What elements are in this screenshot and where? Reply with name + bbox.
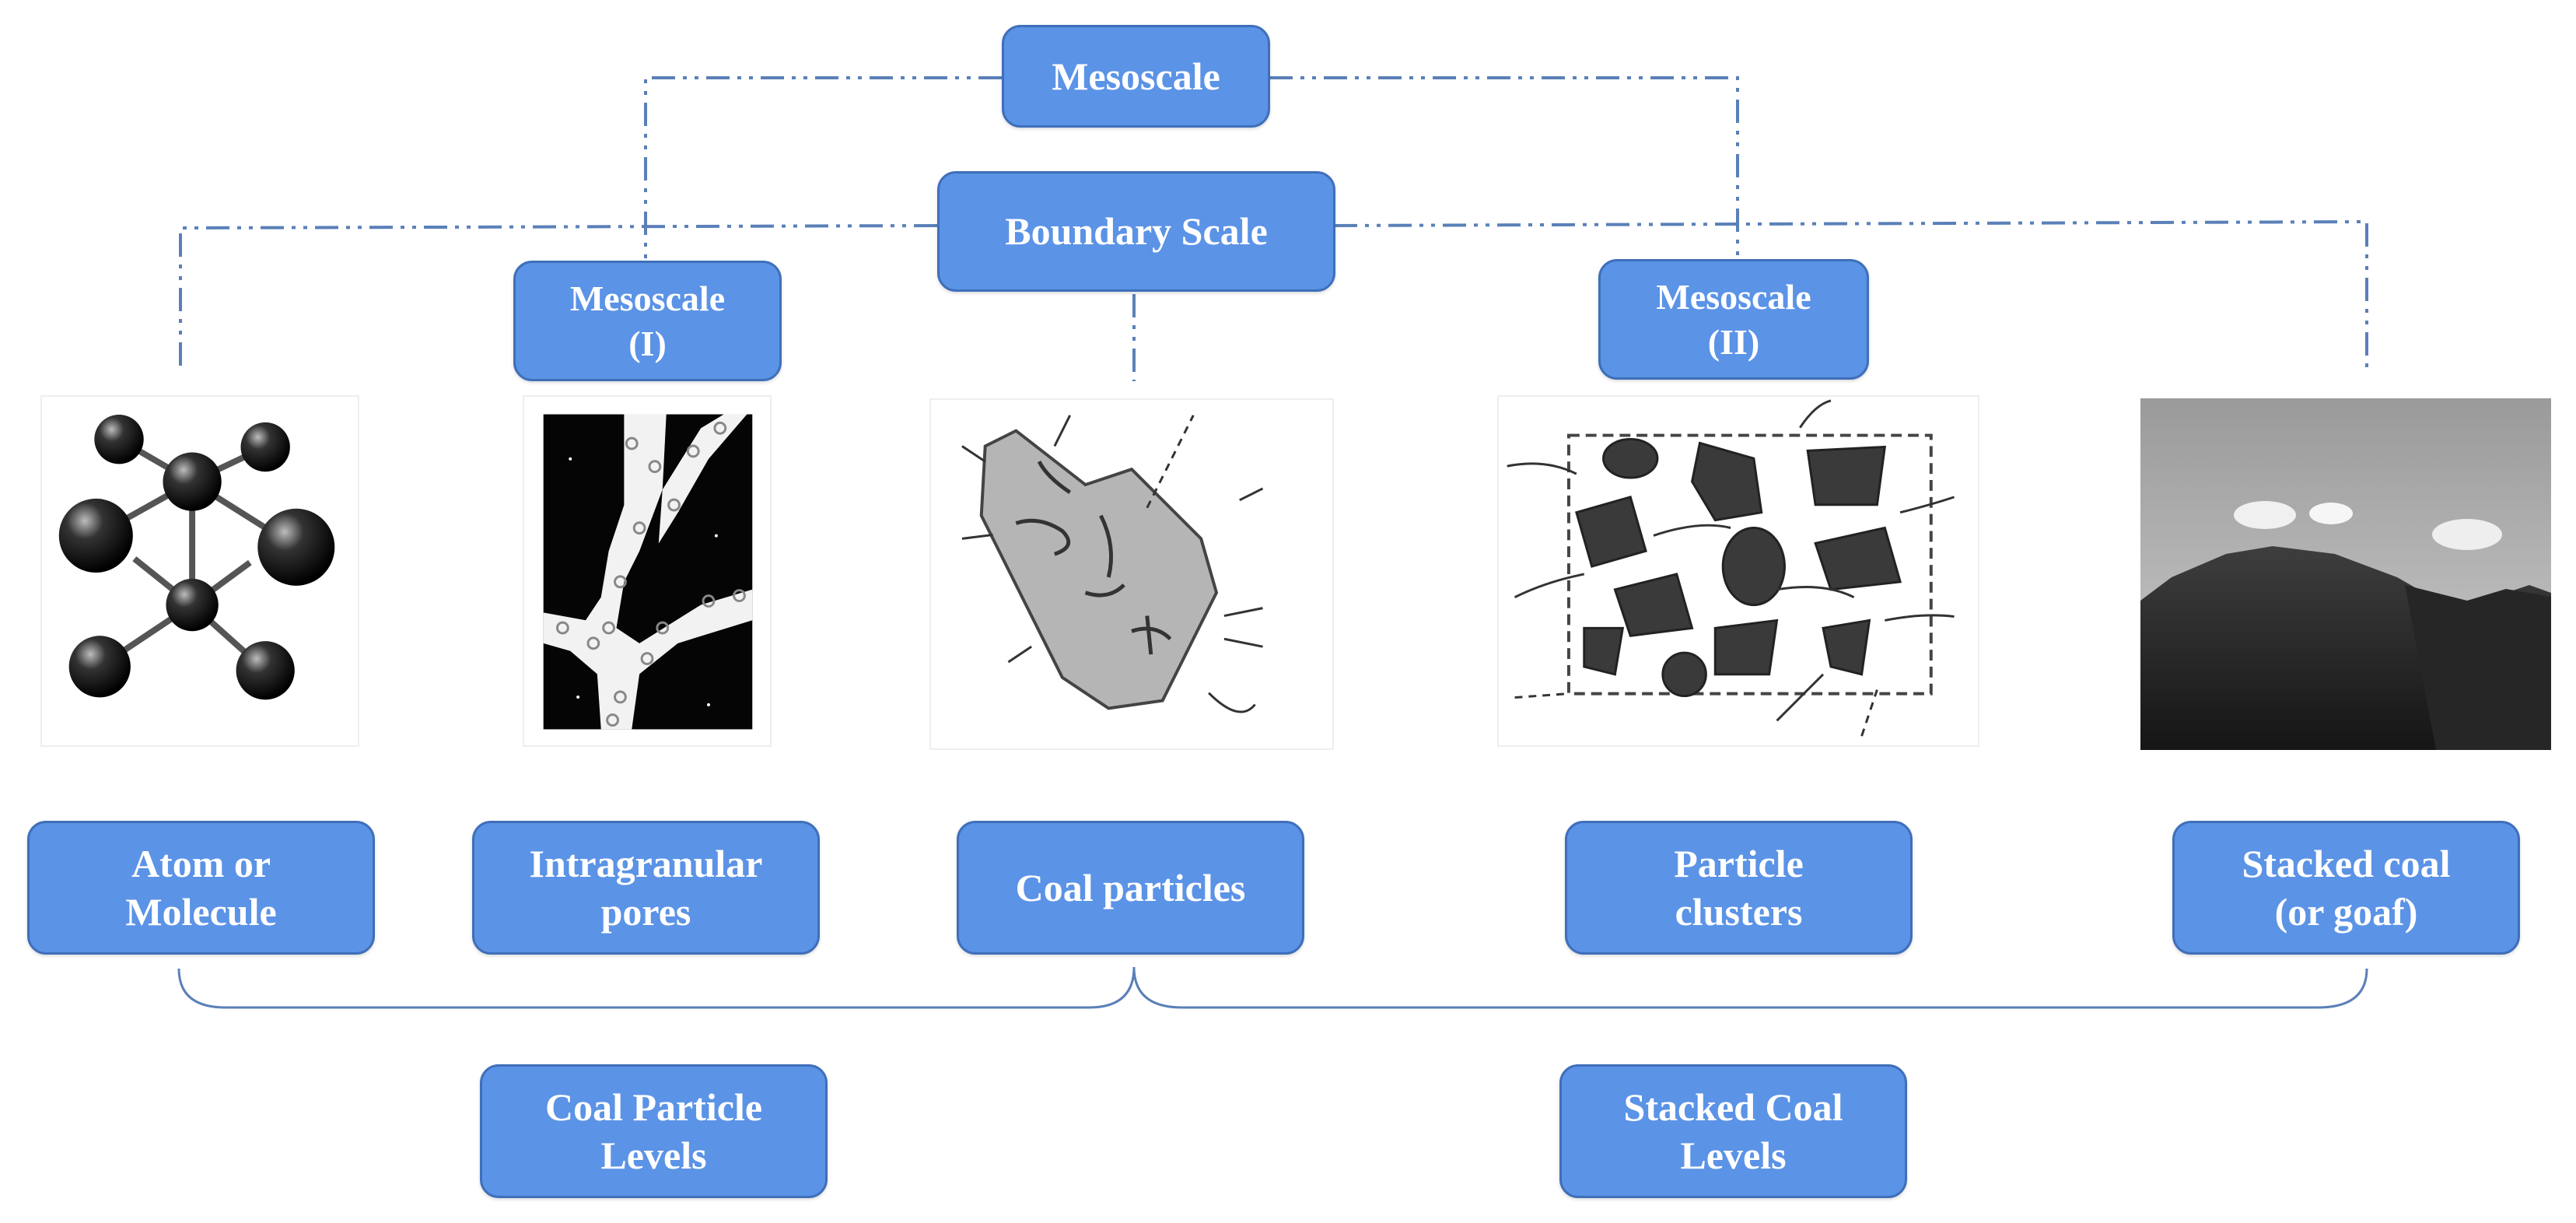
mesoscale-top-node: Mesoscale [1002, 25, 1270, 128]
stacked-coal-line2: (or goaf) [2274, 890, 2418, 934]
coal-particle-levels-node: Coal Particle Levels [480, 1064, 828, 1198]
coal-particle-levels-brace [177, 966, 1136, 1009]
mesoscale-connector-right [1269, 76, 1739, 261]
atom-or-molecule-line2: Molecule [125, 890, 277, 934]
mesoscale-one-line2: (I) [628, 323, 667, 363]
coal-particle-levels-line1: Coal Particle [544, 1085, 763, 1129]
mesoscale-one-node: Mesoscale (I) [513, 261, 782, 381]
coal-pile-photo [2140, 398, 2551, 750]
particle-clusters-line2: clusters [1675, 890, 1803, 934]
stacked-coal-levels-line1: Stacked Coal [1623, 1085, 1843, 1129]
pore-micrograph [523, 395, 772, 747]
mesoscale-one-line1: Mesoscale [569, 279, 726, 318]
boundary-scale-node: Boundary Scale [937, 171, 1335, 292]
coal-particles-node: Coal particles [957, 821, 1304, 955]
mesoscale-two-node: Mesoscale (II) [1598, 259, 1869, 380]
stacked-coal-levels-line2: Levels [1680, 1134, 1787, 1177]
stacked-coal-line1: Stacked coal [2242, 841, 2451, 885]
intragranular-pores-line1: Intragranular [529, 841, 763, 885]
stacked-coal-levels-brace [1132, 966, 2368, 1009]
coal-particles-label: Coal particles [1015, 865, 1246, 909]
mesoscale-two-line1: Mesoscale [1656, 277, 1811, 317]
mesoscale-connector-left [644, 76, 1002, 261]
coal-particle-sketch [929, 398, 1334, 750]
stacked-coal-node: Stacked coal (or goaf) [2172, 821, 2520, 955]
boundary-connector-right [1333, 219, 2368, 372]
mesoscale-two-line2: (II) [1707, 321, 1760, 362]
boundary-connector-left [179, 224, 938, 372]
boundary-scale-label: Boundary Scale [1005, 209, 1268, 254]
mesoscale-top-label: Mesoscale [1052, 54, 1220, 98]
particle-clusters-node: Particle clusters [1565, 821, 1913, 955]
molecule-illustration [40, 395, 359, 747]
atom-or-molecule-line1: Atom or [131, 841, 271, 885]
particle-cluster-sketch [1497, 395, 1979, 747]
intragranular-pores-node: Intragranular pores [472, 821, 820, 955]
particle-clusters-line1: Particle [1674, 841, 1804, 885]
coal-particle-levels-line2: Levels [600, 1134, 707, 1177]
intragranular-pores-line2: pores [600, 890, 691, 934]
stacked-coal-levels-node: Stacked Coal Levels [1559, 1064, 1907, 1198]
atom-or-molecule-node: Atom or Molecule [27, 821, 375, 955]
